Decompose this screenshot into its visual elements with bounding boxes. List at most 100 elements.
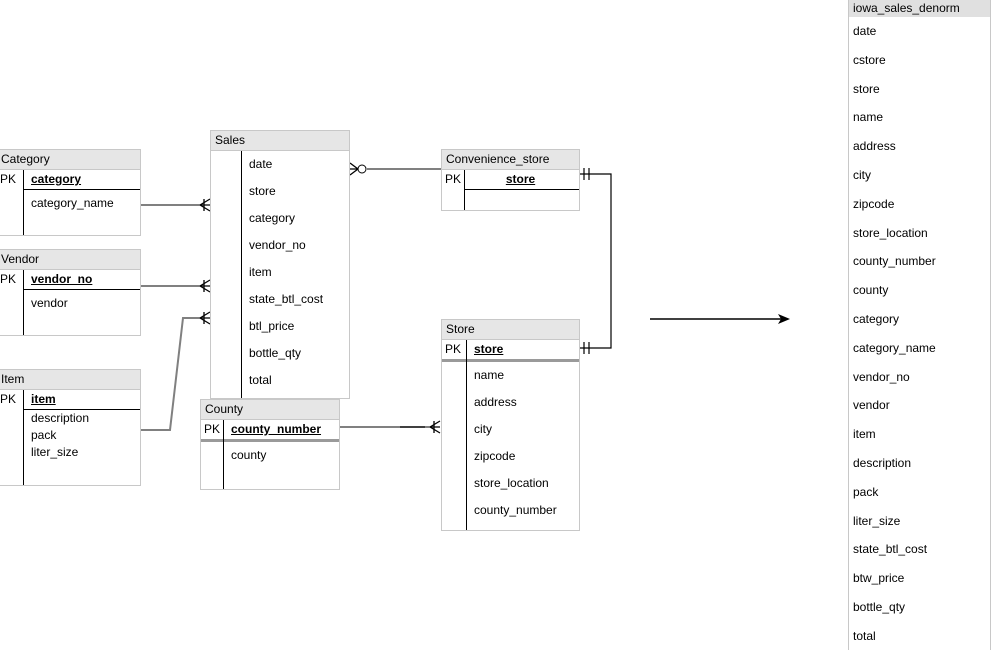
denorm-column: state_btl_cost bbox=[853, 542, 928, 557]
field-label: category bbox=[31, 172, 82, 186]
field-row: store bbox=[211, 178, 349, 205]
field-row: liter_size bbox=[0, 444, 140, 461]
field-label: zipcode bbox=[474, 449, 516, 463]
denorm-column: bottle_qty bbox=[853, 599, 906, 614]
field-row bbox=[442, 190, 579, 206]
field-label: address bbox=[474, 395, 517, 409]
entity-title-store: Store bbox=[442, 320, 579, 340]
field-label: liter_size bbox=[31, 445, 79, 459]
denorm-column: cstore bbox=[853, 52, 886, 67]
denorm-column: vendor_no bbox=[853, 369, 910, 384]
pk-underline bbox=[464, 189, 579, 190]
field-label: description bbox=[31, 411, 90, 425]
field-row: address bbox=[442, 389, 579, 416]
entity-title-convenience_store: Convenience_store bbox=[442, 150, 579, 170]
entity-title-item: Item bbox=[0, 370, 140, 390]
denorm-column: item bbox=[853, 427, 876, 442]
denorm-column: btw_price bbox=[853, 571, 905, 586]
field-row: zipcode bbox=[442, 443, 579, 470]
denorm-column: vendor bbox=[853, 398, 890, 413]
connector-category-sales bbox=[140, 198, 211, 212]
pk-row: PK item bbox=[0, 390, 140, 409]
pk-marker: PK bbox=[0, 392, 17, 406]
entity-body-item: PK item description pack liter_size bbox=[0, 390, 140, 485]
field-row: btl_price bbox=[211, 313, 349, 340]
entity-padding bbox=[442, 206, 579, 210]
pk-underline bbox=[23, 409, 140, 410]
field-label: item bbox=[249, 265, 272, 279]
entity-padding bbox=[0, 461, 140, 485]
field-label: vendor bbox=[31, 296, 68, 310]
denorm-column: zipcode bbox=[853, 196, 895, 211]
entity-padding bbox=[0, 217, 140, 235]
field-row: category_name bbox=[0, 190, 140, 217]
field-label: item bbox=[31, 392, 56, 406]
pk-underline bbox=[23, 289, 140, 290]
entity-title-sales: Sales bbox=[211, 131, 349, 151]
field-row: vendor_no bbox=[211, 232, 349, 259]
field-row: bottle_qty bbox=[211, 340, 349, 367]
entity-title-county: County bbox=[201, 400, 339, 420]
pk-marker: PK bbox=[204, 422, 221, 436]
field-row: state_btl_cost bbox=[211, 286, 349, 313]
field-label: category bbox=[249, 211, 296, 225]
denorm-column: county_number bbox=[853, 254, 936, 269]
field-label: btl_price bbox=[249, 319, 295, 333]
field-label: name bbox=[474, 368, 505, 382]
entity-padding bbox=[0, 317, 140, 335]
denorm-column: category_name bbox=[853, 340, 936, 355]
pk-underline bbox=[201, 439, 339, 442]
field-label: total bbox=[249, 373, 272, 387]
denorm-column: address bbox=[853, 139, 896, 154]
field-row: item bbox=[211, 259, 349, 286]
field-label: store bbox=[505, 172, 536, 186]
denorm-column: total bbox=[853, 628, 876, 643]
field-label: county_number bbox=[231, 422, 322, 436]
field-label: city bbox=[474, 422, 492, 436]
field-row: name bbox=[442, 362, 579, 389]
denorm-column: name bbox=[853, 110, 884, 125]
pk-marker: PK bbox=[445, 342, 462, 356]
connector-convenience-store-store bbox=[580, 168, 612, 354]
field-label: bottle_qty bbox=[249, 346, 302, 360]
field-label: state_btl_cost bbox=[249, 292, 324, 306]
field-label: category_name bbox=[31, 196, 114, 210]
entity-padding bbox=[201, 469, 339, 489]
field-label: pack bbox=[31, 428, 57, 442]
connector-vendor-sales bbox=[140, 279, 211, 293]
pk-row: PK county_number bbox=[201, 420, 339, 439]
field-row: vendor bbox=[0, 290, 140, 317]
entity-padding bbox=[211, 394, 349, 398]
connector-sales-convenience-store bbox=[349, 162, 441, 176]
field-row: county_number bbox=[442, 497, 579, 524]
field-label: store bbox=[249, 184, 276, 198]
field-row: date bbox=[211, 151, 349, 178]
entity-padding bbox=[442, 524, 579, 530]
denorm-table-title: iowa_sales_denorm bbox=[849, 0, 990, 17]
pk-underline bbox=[442, 359, 579, 362]
field-row: description bbox=[0, 410, 140, 427]
denorm-column: city bbox=[853, 167, 871, 182]
field-row: pack bbox=[0, 427, 140, 444]
entity-title-category: Category bbox=[0, 150, 140, 170]
denorm-column: liter_size bbox=[853, 513, 901, 528]
field-row: county bbox=[201, 442, 339, 469]
field-label: county bbox=[231, 448, 267, 462]
